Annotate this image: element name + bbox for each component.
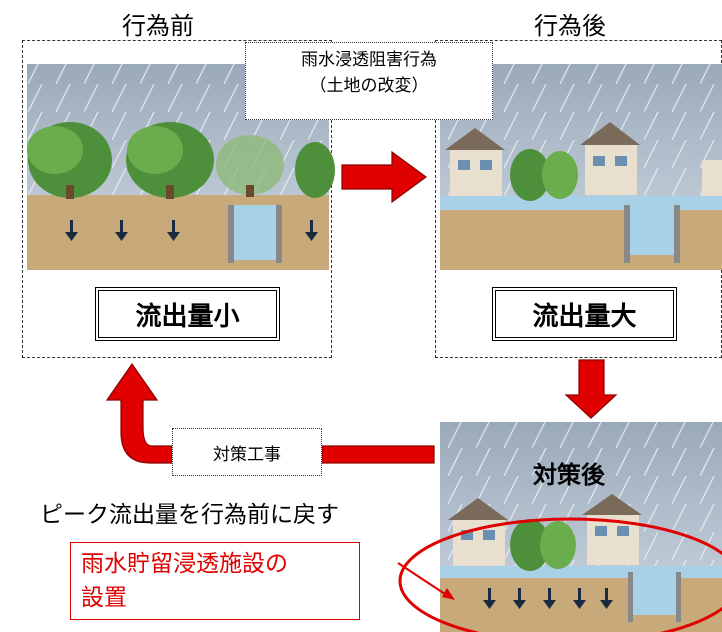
act-label-line1: 雨水浸透阻害行為	[301, 50, 437, 70]
house-icon	[448, 498, 508, 566]
work-label: 対策工事	[172, 428, 322, 476]
tree-icon	[295, 142, 335, 198]
before-outflow-label: 流出量小	[95, 287, 280, 341]
house-icon	[582, 494, 642, 565]
tree-icon	[27, 122, 112, 199]
down-arrow-icon	[65, 220, 318, 241]
tree-icon	[510, 519, 576, 571]
tree-icon	[216, 135, 284, 197]
before-scene	[27, 64, 335, 270]
before-panel	[22, 40, 332, 358]
down-arrow-icon	[483, 588, 613, 609]
tree-icon	[510, 149, 578, 201]
house-icon	[445, 128, 505, 196]
return-arrow	[105, 362, 435, 464]
caption: ピーク流出量を行為前に戻す	[40, 502, 339, 528]
countermeasure-title: 対策後	[533, 461, 605, 489]
right-arrow	[341, 150, 428, 204]
facility-label-line2: 設置	[81, 585, 127, 611]
act-label: 雨水浸透阻害行為 （土地の改変）	[245, 42, 493, 120]
act-label-line2: （土地の改変）	[309, 76, 429, 96]
before-title: 行為前	[118, 12, 198, 40]
after-outflow-label: 流出量大	[492, 287, 677, 341]
facility-highlight	[398, 517, 722, 632]
facility-pointer	[397, 562, 449, 597]
tree-icon	[126, 122, 214, 199]
house-icon	[702, 160, 722, 196]
facility-label: 雨水貯留浸透施設の 設置	[70, 542, 360, 620]
countermeasure-scene	[440, 422, 722, 632]
facility-label-line1: 雨水貯留浸透施設の	[81, 551, 288, 577]
house-icon	[580, 122, 640, 195]
down-arrow	[564, 359, 618, 419]
after-title: 行為後	[530, 12, 610, 40]
